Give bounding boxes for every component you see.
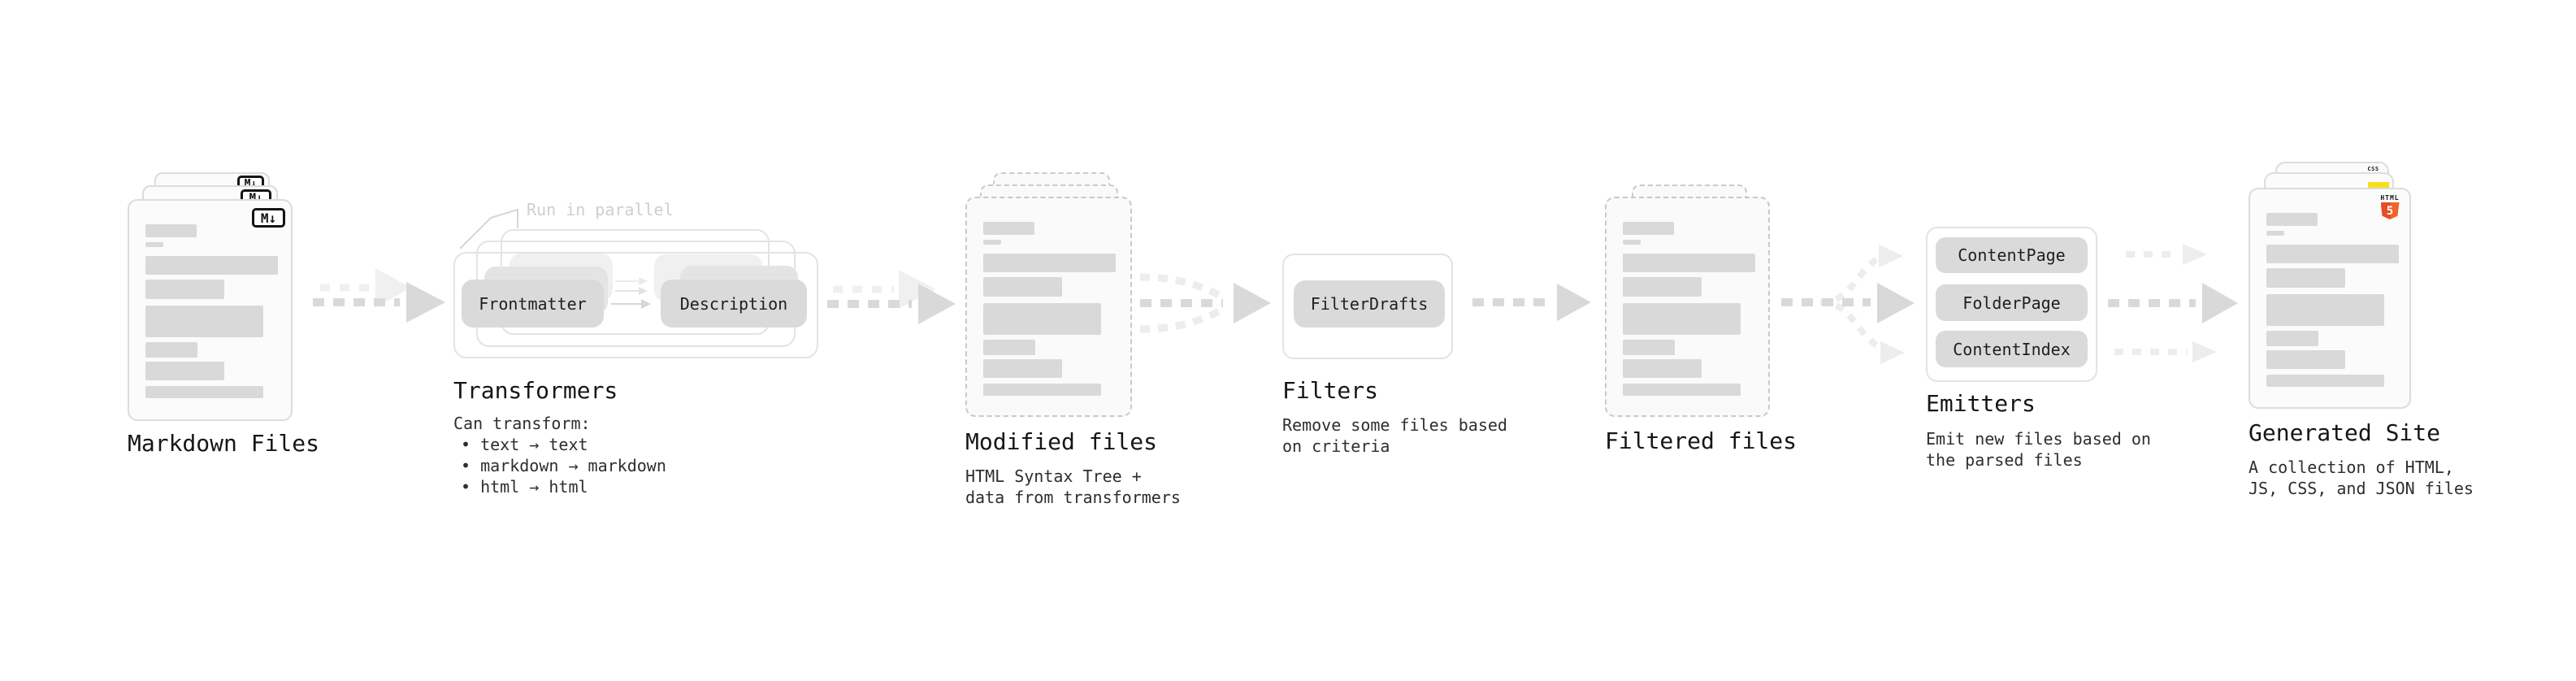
note-line: JS, CSS, and JSON files [2249, 479, 2474, 498]
content-bar [2266, 268, 2345, 288]
document-content-bars [129, 201, 291, 419]
arrow-modified-to-filters [1139, 273, 1271, 333]
content-bar [983, 384, 1101, 396]
content-bar [145, 280, 224, 299]
note-line: the parsed files [1926, 450, 2083, 470]
css-word: CSS [2367, 166, 2379, 172]
html5-number: 5 [2386, 204, 2394, 218]
content-bar [2266, 245, 2399, 263]
content-bar [145, 342, 197, 358]
note-line: data from transformers [965, 488, 1181, 507]
transformer-stack-front [453, 252, 818, 358]
content-bar [983, 222, 1034, 235]
markdown-files-title: Markdown Files [128, 430, 320, 457]
content-bar [1623, 303, 1741, 335]
emitter-contentpage-box: ContentPage [1936, 237, 2088, 273]
content-bar [983, 303, 1101, 335]
html5-shield: 5 [2380, 202, 2400, 219]
note-bullet: markdown → markdown [453, 455, 666, 476]
document-content-bars [967, 198, 1130, 415]
content-bar [983, 359, 1062, 378]
note-line: HTML Syntax Tree + [965, 466, 1142, 486]
transformer-frontmatter-box: Frontmatter [462, 280, 604, 327]
content-bar [2266, 213, 2318, 226]
content-bar [145, 242, 163, 247]
emitter-contentindex-box: ContentIndex [1936, 331, 2088, 367]
note-line: A collection of HTML, [2249, 458, 2454, 477]
content-bar [1623, 240, 1641, 245]
emitters-title: Emitters [1926, 390, 2036, 417]
arrow-markdown-to-transformers [313, 268, 445, 323]
filter-drafts-box: FilterDrafts [1294, 280, 1445, 327]
transformers-notes: Can transform: text → text markdown → ma… [453, 413, 666, 497]
content-bar [1623, 384, 1741, 396]
content-bar [2266, 350, 2345, 369]
content-bar [145, 362, 224, 380]
generated-site-notes: A collection of HTML, JS, CSS, and JSON … [2249, 457, 2474, 499]
markdown-doc-front: M↓ [128, 199, 293, 421]
content-bar [2266, 331, 2318, 346]
modified-doc-front [965, 197, 1132, 417]
arrow-emitters-to-generated [2108, 244, 2238, 362]
modified-files-title: Modified files [965, 428, 1158, 455]
html5-icon: HTML 5 [2378, 194, 2402, 219]
content-bar [1623, 254, 1755, 272]
document-content-bars [1607, 198, 1768, 415]
content-bar [983, 340, 1035, 355]
document-content-bars [2250, 189, 2409, 407]
content-bar [1623, 340, 1675, 355]
arrow-filters-to-filtered [1472, 284, 1591, 321]
transformers-title: Transformers [453, 377, 618, 404]
javascript-icon [2368, 182, 2389, 190]
note-line: Remove some files based [1282, 415, 1507, 435]
note-line: on criteria [1282, 436, 1390, 456]
note-bullet: text → text [453, 434, 666, 455]
generated-site-title: Generated Site [2249, 419, 2441, 446]
markdown-icon: M↓ [252, 208, 285, 228]
emitter-folderpage-box: FolderPage [1936, 284, 2088, 321]
content-bar [983, 277, 1062, 297]
note-line: Can transform: [453, 414, 591, 433]
generated-doc-front: HTML 5 [2249, 188, 2411, 409]
html5-word: HTML [2380, 194, 2400, 202]
content-bar [2266, 294, 2384, 326]
content-bar [983, 254, 1116, 272]
filtered-files-title: Filtered files [1605, 427, 1798, 454]
emitters-notes: Emit new files based on the parsed files [1926, 428, 2151, 471]
arrow-transformers-to-modified [827, 270, 956, 324]
content-bar [1623, 359, 1702, 378]
content-bar [1623, 222, 1674, 235]
modified-files-notes: HTML Syntax Tree + data from transformer… [965, 466, 1181, 508]
content-bar [145, 224, 197, 237]
content-bar [983, 240, 1001, 245]
filtered-doc-front [1605, 197, 1770, 417]
content-bar [1623, 277, 1702, 297]
filters-notes: Remove some files based on criteria [1282, 414, 1507, 457]
arrow-filtered-to-emitters [1781, 245, 1915, 364]
transformer-description-box: Description [661, 280, 807, 327]
content-bar [145, 306, 263, 337]
run-in-parallel-annotation: Run in parallel [527, 200, 674, 219]
note-bullet: html → html [453, 476, 666, 497]
filters-title: Filters [1282, 377, 1379, 404]
content-bar [145, 256, 278, 275]
note-line: Emit new files based on [1926, 429, 2151, 449]
content-bar [2266, 231, 2284, 236]
content-bar [2266, 375, 2384, 387]
content-bar [145, 386, 263, 398]
